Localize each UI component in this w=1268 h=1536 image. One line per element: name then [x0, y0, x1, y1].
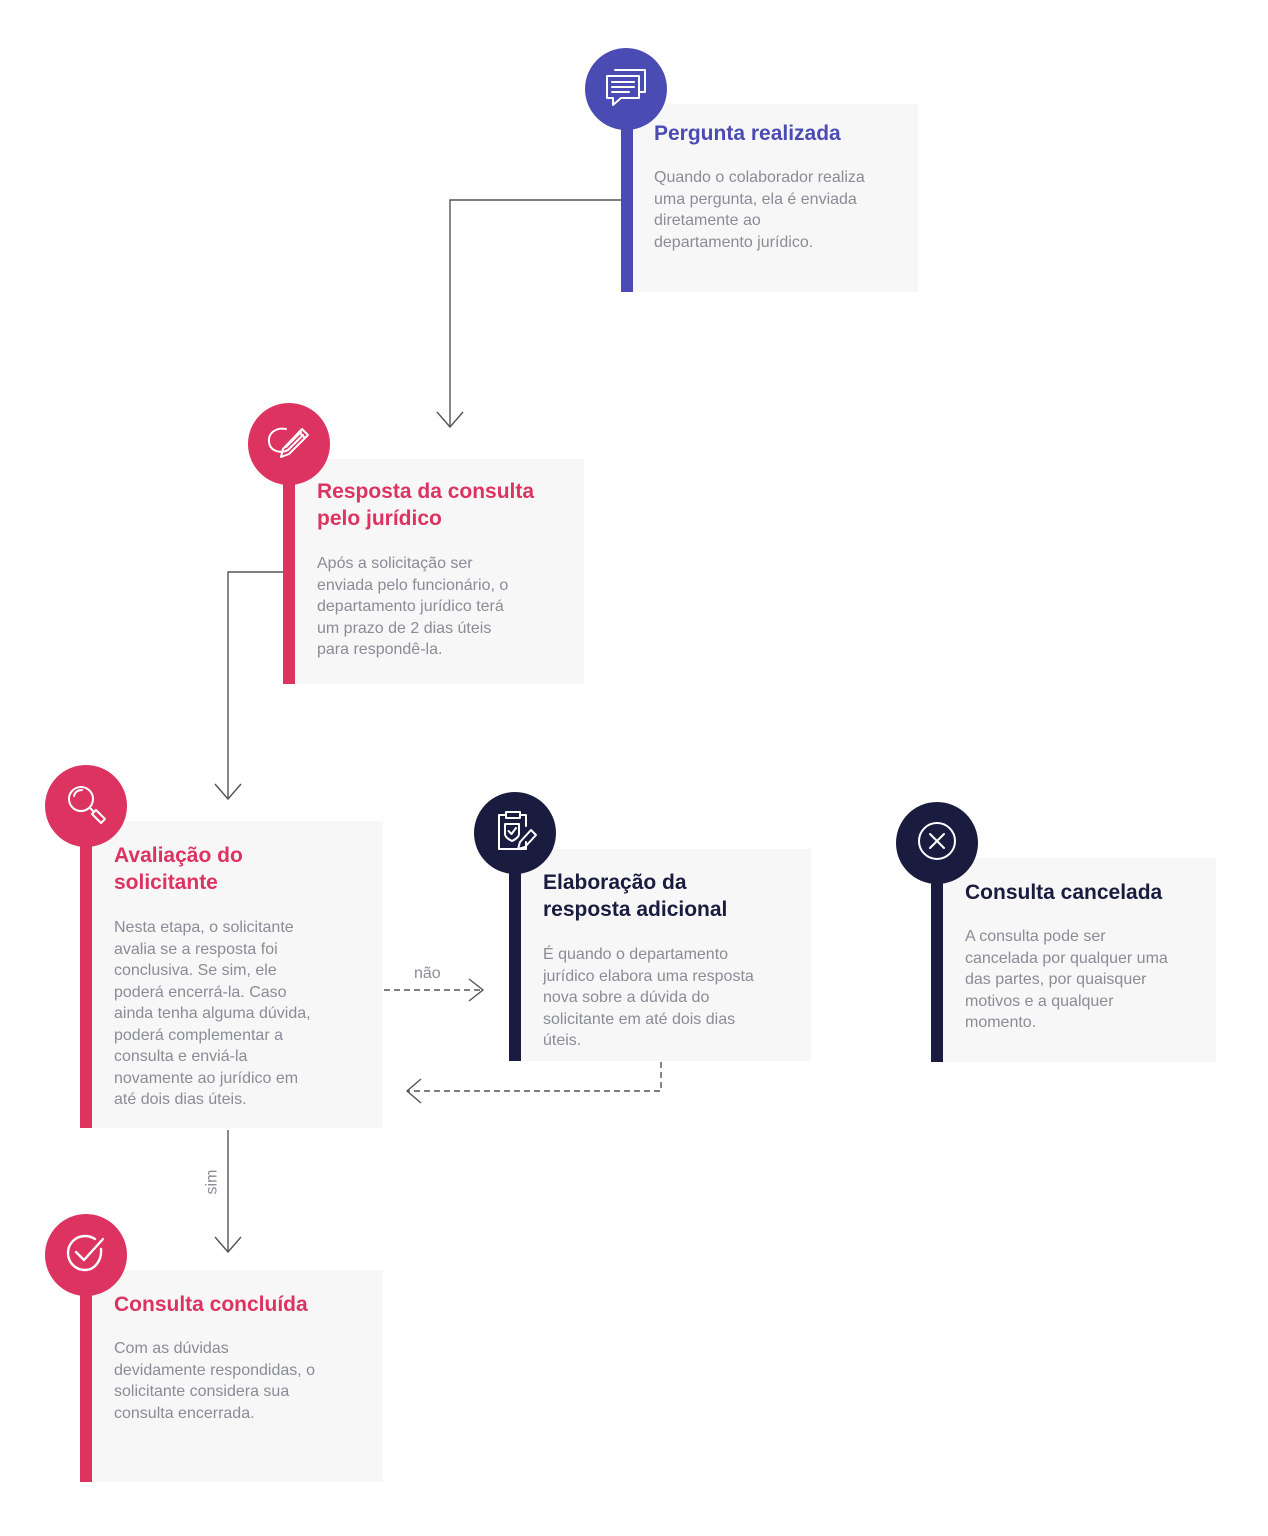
step-title: Consulta concluída	[114, 1293, 308, 1316]
connector-label-nao: não	[414, 965, 441, 982]
step-icon-circle	[45, 765, 127, 847]
step-icon-circle	[896, 802, 978, 884]
chat-bubbles-icon	[601, 62, 651, 117]
step-title: Avaliação do solicitante	[114, 844, 243, 894]
arrowhead-down	[214, 783, 242, 801]
timeline-stem	[283, 478, 295, 684]
step-title: Consulta cancelada	[965, 881, 1163, 904]
step-card-concluida	[80, 1270, 383, 1482]
connector-resposta-to-avaliacao	[227, 571, 283, 798]
step-description: Nesta etapa, o solicitante avalia se a r…	[114, 919, 311, 1108]
step-description: Após a solicitação ser enviada pelo func…	[317, 555, 509, 658]
arrowhead-right	[468, 978, 485, 1002]
step-card-elaboracao	[509, 849, 811, 1061]
magnifier-icon	[61, 779, 111, 834]
step-card-cancelada	[931, 858, 1216, 1062]
step-title: Elaboração da resposta adicional	[543, 871, 728, 921]
step-title: Pergunta realizada	[654, 122, 841, 145]
arrowhead-down	[436, 411, 464, 429]
timeline-stem	[509, 868, 521, 1061]
step-description: Quando o colaborador realiza uma pergunt…	[654, 169, 865, 251]
close-circle-icon	[912, 816, 962, 871]
timeline-stem	[80, 1290, 92, 1482]
document-edit-icon	[490, 806, 540, 861]
connector-elaboracao-to-avaliacao	[408, 1062, 662, 1092]
arrowhead-down	[214, 1236, 242, 1254]
step-icon-circle	[474, 792, 556, 874]
step-icon-circle	[248, 403, 330, 485]
timeline-stem	[80, 840, 92, 1128]
connector-label-sim: sim	[203, 1169, 221, 1195]
step-description: É quando o departamento jurídico elabora…	[543, 946, 754, 1049]
step-description: Com as dúvidas devidamente respondidas, …	[114, 1340, 316, 1422]
step-card-pergunta-realizada	[621, 104, 918, 292]
check-circle-icon	[61, 1228, 111, 1283]
arrowhead-left	[405, 1078, 422, 1104]
step-title: Resposta da consulta pelo jurídico	[317, 480, 535, 530]
connector-pergunta-to-resposta	[449, 199, 621, 426]
step-description: A consulta pode ser cancelada por qualqu…	[965, 928, 1168, 1031]
step-icon-circle	[45, 1214, 127, 1296]
step-icon-circle	[585, 48, 667, 130]
timeline-stem	[931, 876, 943, 1062]
step-card-avaliacao	[80, 821, 383, 1128]
timeline-stem	[621, 124, 633, 292]
step-card-resposta-consulta	[283, 459, 584, 684]
pencil-icon	[264, 417, 314, 472]
